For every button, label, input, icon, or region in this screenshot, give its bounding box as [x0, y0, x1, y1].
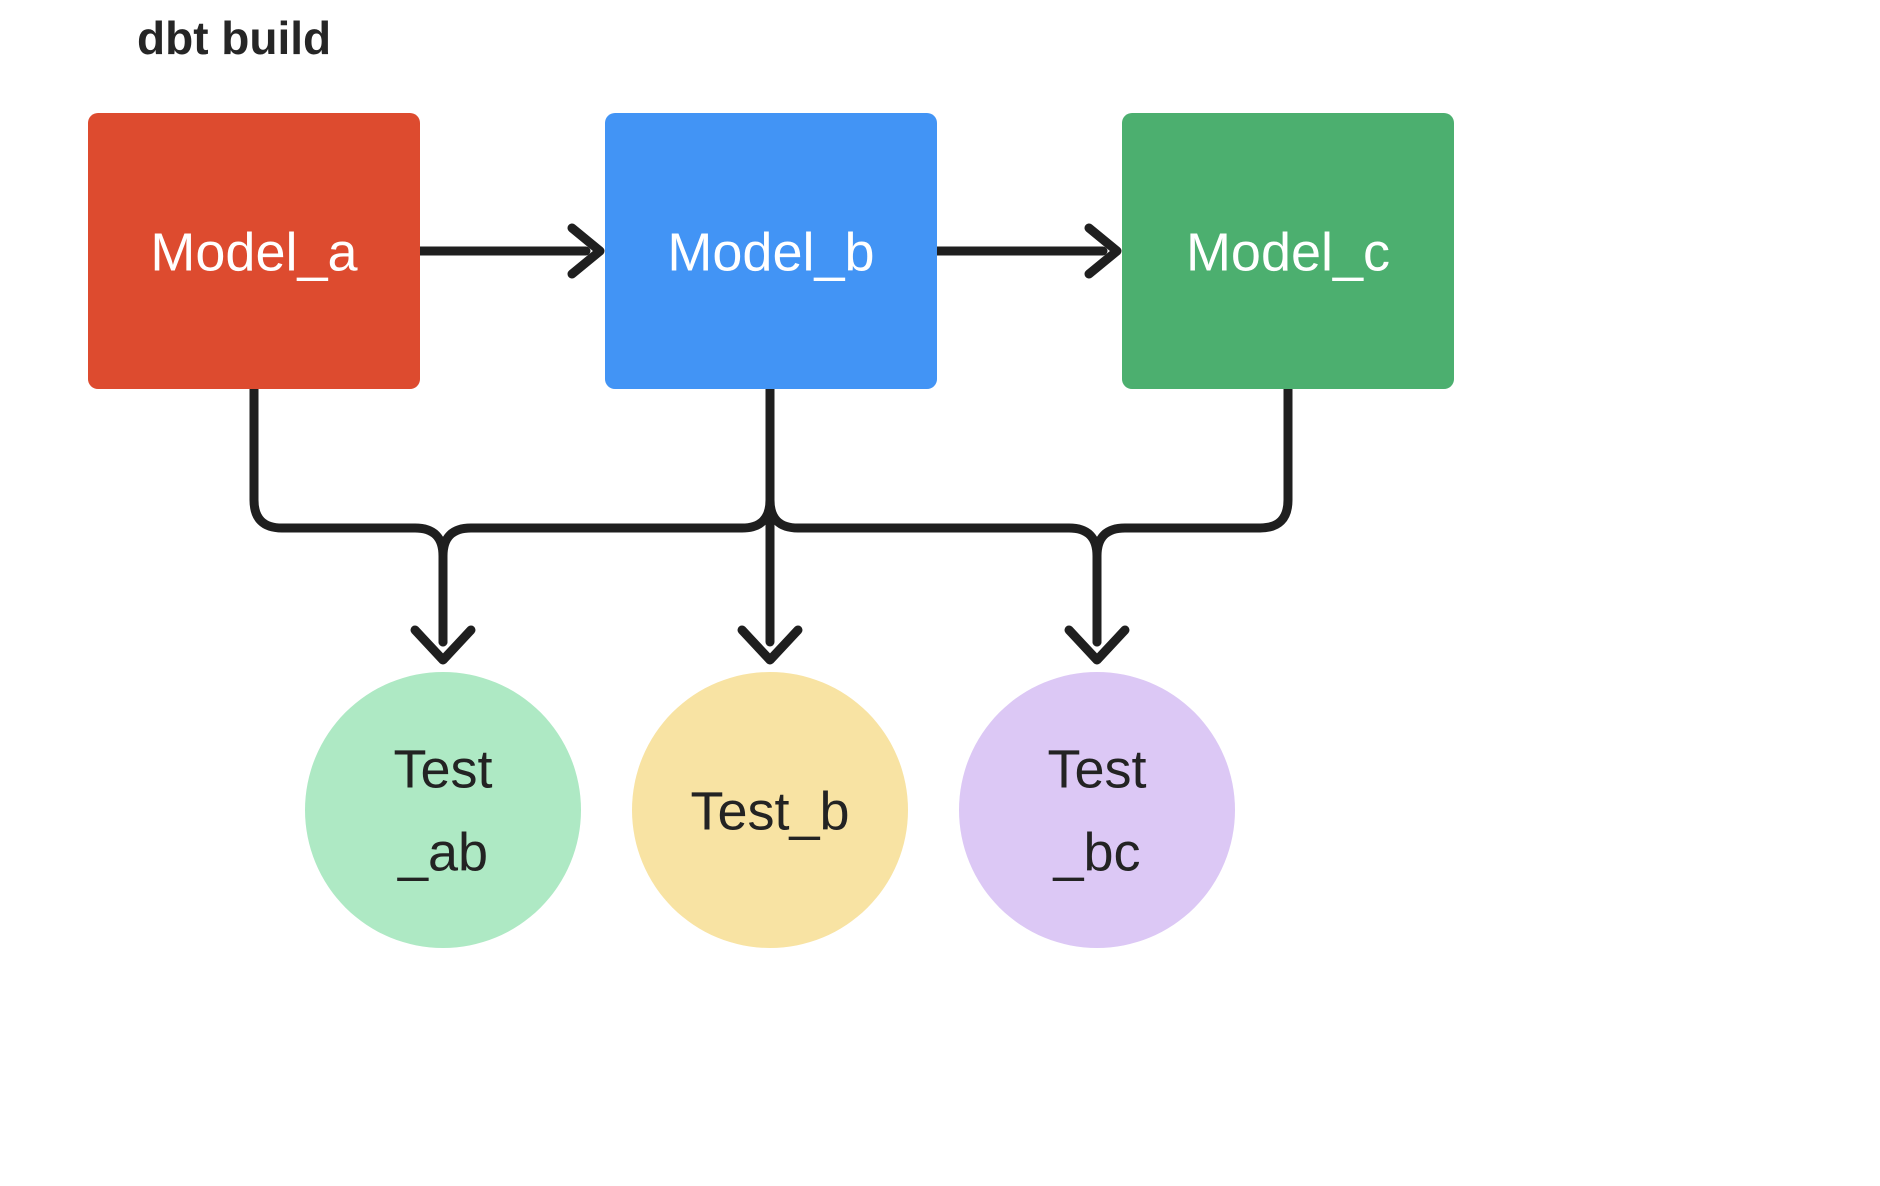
model-b-shape[interactable] — [605, 113, 937, 389]
edge-line — [1092, 384, 1293, 647]
edge-model-a-to-test-ab — [249, 384, 476, 665]
edge-model-b-to-test-ab — [438, 384, 775, 647]
model-c-shape[interactable] — [1122, 113, 1454, 389]
node-test-ab[interactable]: Test _ab — [305, 672, 581, 948]
arrow-head-icon — [737, 625, 803, 665]
node-model-a[interactable]: Model_a — [88, 113, 420, 389]
arrow-head-icon — [567, 223, 605, 279]
edge-model-b-to-test-bc — [765, 384, 1130, 665]
edge-line — [438, 384, 775, 647]
test-ab-shape[interactable] — [305, 672, 581, 948]
model-a-label: Model_a — [150, 222, 358, 282]
model-a-shape[interactable] — [88, 113, 420, 389]
model-b-label: Model_b — [667, 222, 874, 282]
edge-line — [765, 384, 1102, 647]
test-bc-label-line1: Test — [1047, 739, 1146, 799]
test-ab-label-line1: Test — [393, 739, 492, 799]
node-test-b[interactable]: Test_b — [632, 672, 908, 948]
model-c-label: Model_c — [1186, 222, 1390, 282]
test-ab-label-line2: _ab — [397, 822, 488, 882]
edge-layer — [249, 223, 1293, 665]
arrow-head-icon — [1064, 625, 1130, 665]
test-b-shape[interactable] — [632, 672, 908, 948]
arrow-head-icon — [410, 625, 476, 665]
edge-line — [249, 384, 448, 647]
diagram-title: dbt build — [137, 12, 331, 64]
arrow-head-icon — [1084, 223, 1122, 279]
node-model-b[interactable]: Model_b — [605, 113, 937, 389]
test-b-label-line1: Test_b — [690, 781, 849, 841]
node-model-c[interactable]: Model_c — [1122, 113, 1454, 389]
edge-model-b-to-model-c — [932, 223, 1122, 279]
node-test-bc[interactable]: Test _bc — [959, 672, 1235, 948]
edge-model-c-to-test-bc — [1092, 384, 1293, 647]
test-bc-label-line2: _bc — [1052, 822, 1140, 882]
edge-model-a-to-model-b — [415, 223, 605, 279]
test-bc-shape[interactable] — [959, 672, 1235, 948]
